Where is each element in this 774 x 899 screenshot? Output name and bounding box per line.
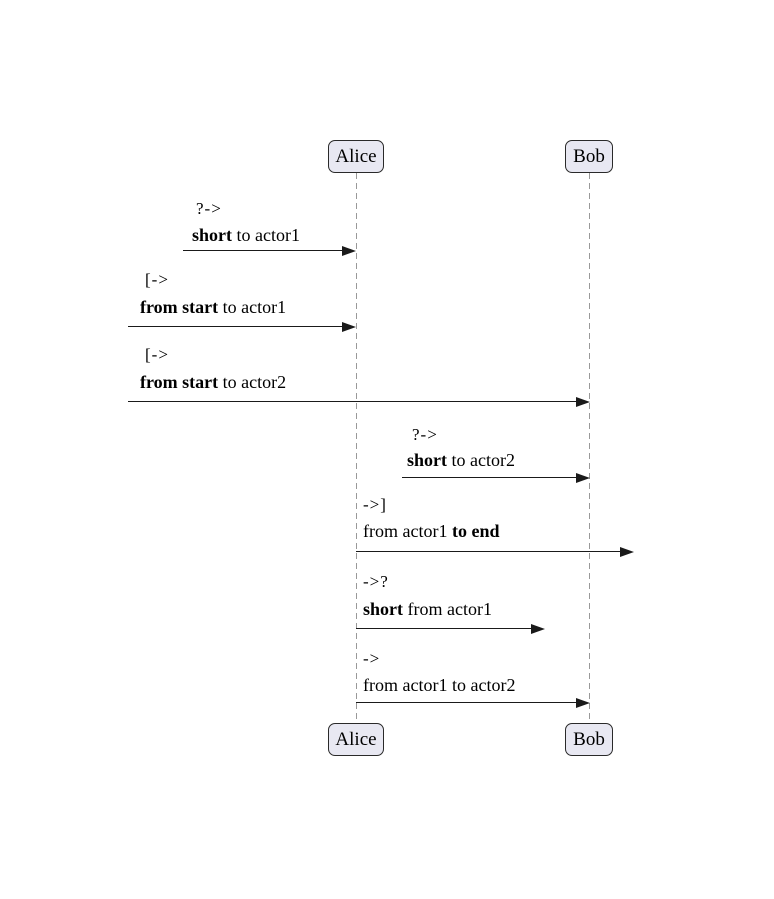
message-7-arrow-line bbox=[356, 702, 587, 704]
message-3-label: from start to actor2 bbox=[140, 372, 287, 393]
message-3-arrow-line bbox=[128, 401, 587, 403]
message-4-label-segment: short bbox=[407, 450, 447, 470]
message-7-label-segment: from actor1 to actor2 bbox=[363, 675, 516, 695]
message-5-arrow-line bbox=[356, 551, 631, 553]
message-6-label-segment: short bbox=[363, 599, 403, 619]
message-6-operator: ->? bbox=[363, 572, 389, 591]
message-5-label: from actor1 to end bbox=[363, 521, 500, 542]
message-2-arrowhead-icon bbox=[342, 321, 356, 332]
actor-box-bob-top: Bob bbox=[565, 140, 613, 173]
message-2-arrow-line bbox=[128, 326, 353, 328]
message-5-label-segment: from actor1 bbox=[363, 521, 452, 541]
actor-box-alice-bottom: Alice bbox=[328, 723, 384, 756]
message-4-label: short to actor2 bbox=[407, 450, 515, 471]
message-4-arrowhead-icon bbox=[576, 472, 590, 483]
message-2-label: from start to actor1 bbox=[140, 297, 287, 318]
message-7-label: from actor1 to actor2 bbox=[363, 675, 516, 696]
message-5-operator: ->] bbox=[363, 495, 387, 514]
message-5-arrowhead-icon bbox=[620, 546, 634, 557]
actor-box-bob-bottom: Bob bbox=[565, 723, 613, 756]
message-2-label-segment: to actor1 bbox=[218, 297, 287, 317]
message-1-arrowhead-icon bbox=[342, 245, 356, 256]
message-6-label-segment: from actor1 bbox=[403, 599, 492, 619]
message-3-arrowhead-icon bbox=[576, 396, 590, 407]
message-7-operator: -> bbox=[363, 649, 381, 668]
message-1-label-segment: to actor1 bbox=[232, 225, 300, 245]
message-6-arrowhead-icon bbox=[531, 623, 545, 634]
message-3-operator: [-> bbox=[145, 345, 169, 364]
message-4-arrow-line bbox=[402, 477, 587, 479]
message-6-label: short from actor1 bbox=[363, 599, 492, 620]
message-2-operator: [-> bbox=[145, 270, 169, 289]
message-1-operator: ?-> bbox=[196, 199, 222, 218]
message-7-arrowhead-icon bbox=[576, 697, 590, 708]
message-3-label-segment: from start bbox=[140, 372, 219, 392]
message-6-arrow-line bbox=[356, 628, 542, 630]
message-2-label-segment: from start bbox=[140, 297, 219, 317]
message-1-arrow-line bbox=[183, 250, 353, 252]
lifeline-alice bbox=[355, 173, 357, 723]
message-1-label: short to actor1 bbox=[192, 225, 300, 246]
message-3-label-segment: to actor2 bbox=[218, 372, 287, 392]
lifeline-bob bbox=[588, 173, 590, 723]
actor-box-alice-top: Alice bbox=[328, 140, 384, 173]
message-1-label-segment: short bbox=[192, 225, 232, 245]
message-4-operator: ?-> bbox=[412, 425, 438, 444]
message-4-label-segment: to actor2 bbox=[447, 450, 515, 470]
message-5-label-segment: to end bbox=[451, 521, 500, 541]
